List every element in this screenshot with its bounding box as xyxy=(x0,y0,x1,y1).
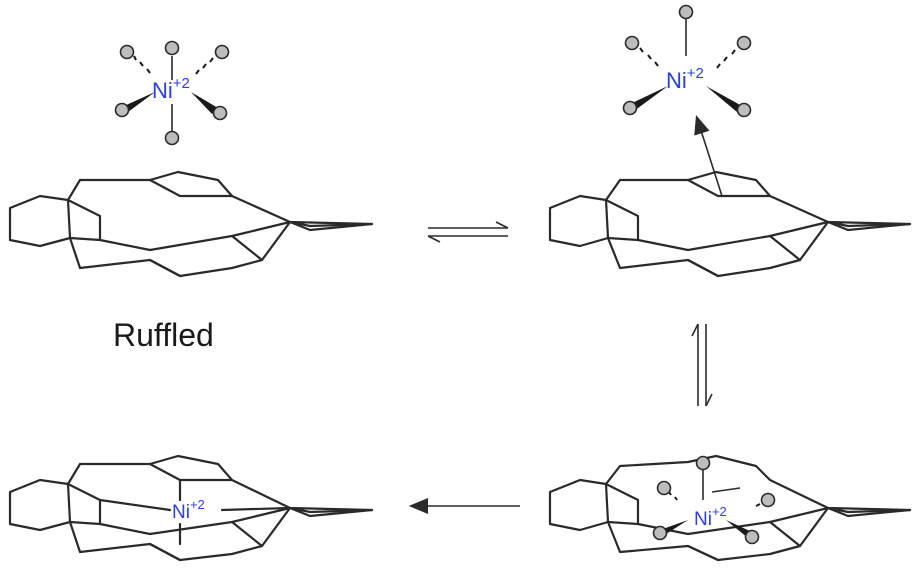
ligand-atom-icon xyxy=(744,529,760,545)
ni-symbol: Ni xyxy=(694,509,712,530)
ligand-atom-icon xyxy=(678,4,694,20)
ruffled-label: Ruffled xyxy=(113,317,214,353)
ligand-atom-icon xyxy=(114,102,130,118)
equilibrium-arrow-icon xyxy=(427,221,509,243)
hashed-bond xyxy=(133,55,151,74)
ni-charge: +2 xyxy=(190,497,205,512)
hashed-bond xyxy=(755,503,761,507)
ni-symbol: Ni xyxy=(666,68,687,93)
ni-symbol: Ni xyxy=(152,78,173,103)
ligand-atom-icon xyxy=(164,40,180,56)
ligand-atom-icon xyxy=(760,492,776,508)
ni-charge: +2 xyxy=(173,75,190,92)
wedge-bond xyxy=(706,86,742,112)
wedge-bond xyxy=(630,86,668,111)
ni-label: Ni+2 xyxy=(152,75,190,103)
ligand-atom-icon xyxy=(119,44,135,60)
free-ni-complex: Ni+2 xyxy=(114,40,230,146)
ligand-atom-icon xyxy=(214,44,230,60)
ruffled-porphyrin-top-left xyxy=(8,170,374,278)
ligand-atom-icon xyxy=(736,102,752,118)
ligand-atom-icon xyxy=(736,35,752,51)
hashed-bond xyxy=(716,49,736,69)
wedge-bond xyxy=(726,520,752,538)
ligand-atom-icon xyxy=(212,105,228,121)
hashed-bond xyxy=(195,57,214,75)
ni-charge: +2 xyxy=(712,504,727,519)
ruffled-porphyrin-top-right xyxy=(548,170,912,278)
ligand-atom-icon xyxy=(624,35,640,51)
ligand-atom-icon xyxy=(622,100,638,116)
entering-ni-complex: Ni+2 xyxy=(652,455,776,545)
ni-label: Ni+2 xyxy=(172,497,205,523)
ni-label: Ni+2 xyxy=(694,504,727,530)
wedge-bond xyxy=(124,92,155,112)
ligand-atom-icon xyxy=(656,480,672,496)
ligand-atom-icon xyxy=(164,130,180,146)
ni-charge: +2 xyxy=(687,65,704,82)
attack-arrow-icon xyxy=(694,114,723,197)
hashed-bond xyxy=(668,491,678,501)
hashed-bond xyxy=(639,47,659,67)
ni-symbol: Ni xyxy=(172,502,190,523)
ligand-atom-icon xyxy=(695,455,711,471)
wedge-bond xyxy=(191,92,218,114)
vertical-equilibrium-arrow-icon xyxy=(691,323,713,407)
ni-porphyrin-product xyxy=(8,454,374,562)
ni-label: Ni+2 xyxy=(666,65,704,93)
ligand-atom-icon xyxy=(652,525,668,541)
approaching-ni-complex: Ni+2 xyxy=(622,4,752,197)
porphyrin-with-entering-ni xyxy=(548,454,912,562)
